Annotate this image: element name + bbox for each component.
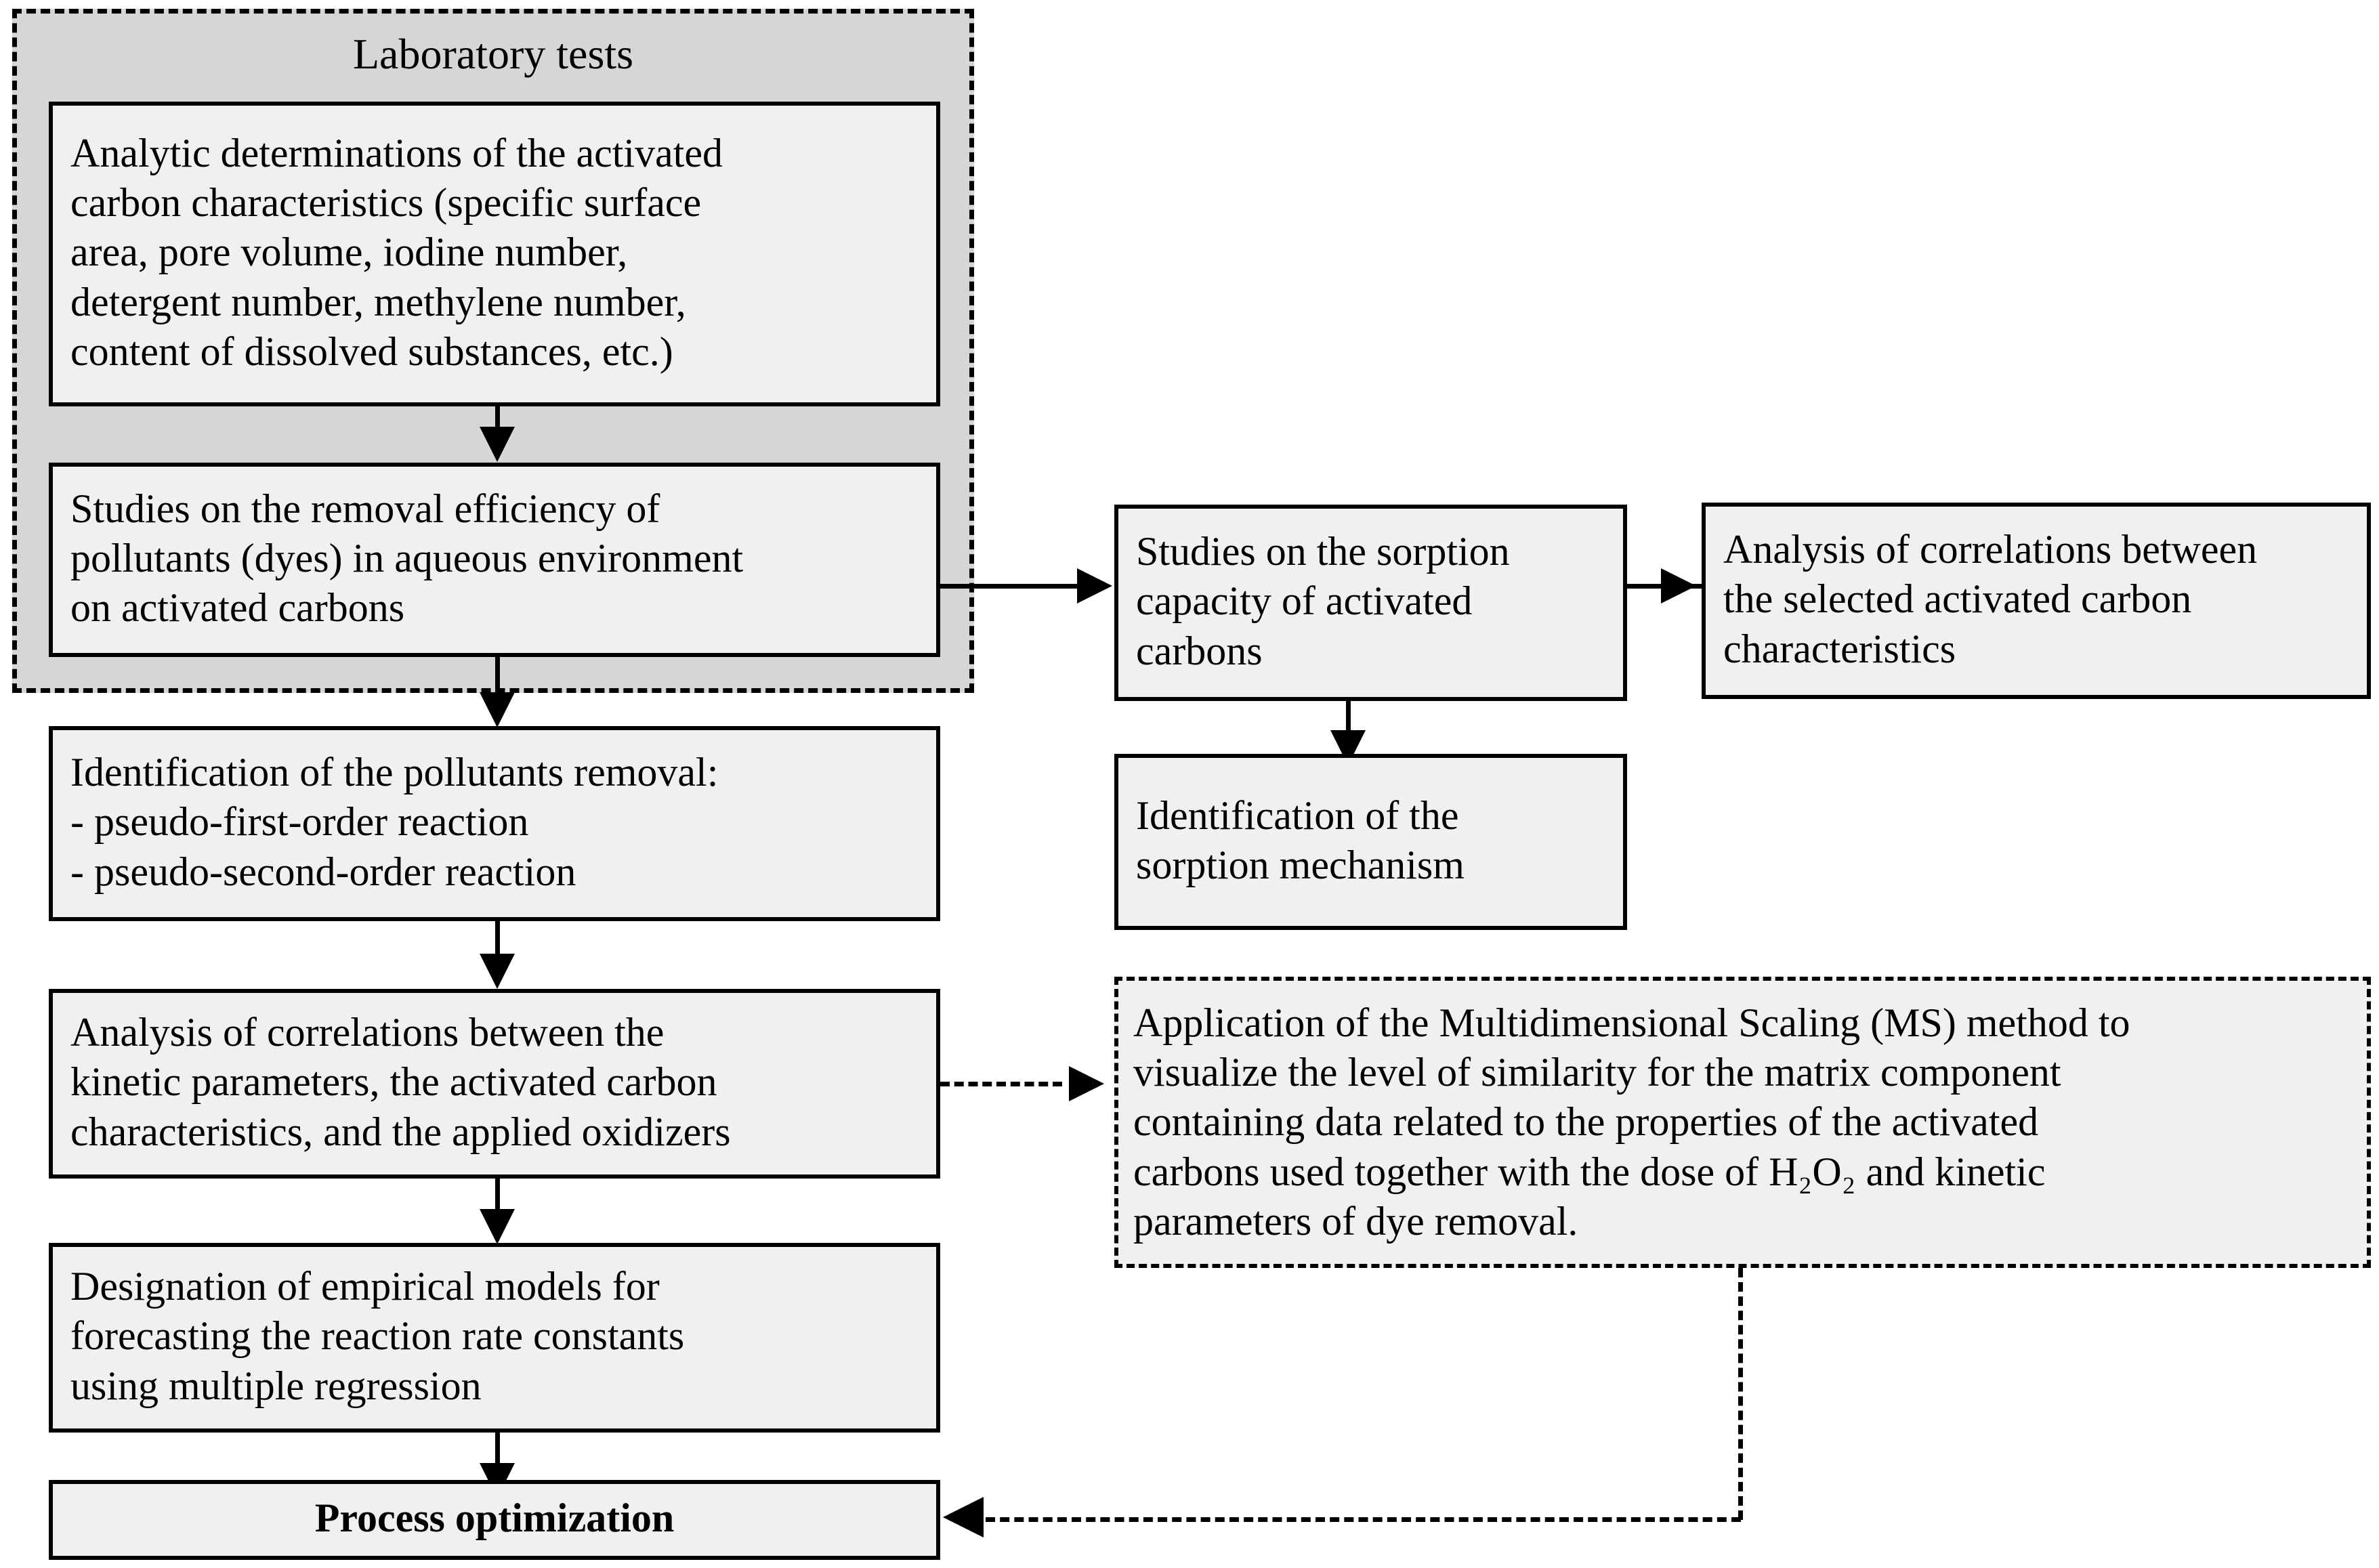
node-ms-method-line-5: parameters of dye removal. <box>1133 1198 1578 1244</box>
connector-kinetic-to-empirical-line <box>495 1179 500 1227</box>
node-pollutants-removal-identification-line-3: - pseudo-second-order reaction <box>70 849 576 894</box>
node-analytic-determinations-line-5: content of dissolved substances, etc.) <box>70 329 673 374</box>
node-carbon-characteristics-correlations-line-3: characteristics <box>1723 626 1956 671</box>
node-sorption-mechanism[interactable]: Identification of the sorption mechanism <box>1114 754 1627 930</box>
node-ms-method-line-2: visualize the level of similarity for th… <box>1133 1050 2061 1095</box>
node-ms-method-line-1: Application of the Multidimensional Scal… <box>1133 1000 2130 1046</box>
connector-removal-to-sorption-arrowhead <box>1077 568 1112 603</box>
connector-kinetic-to-ms-arrowhead <box>1069 1066 1104 1101</box>
node-carbon-characteristics-correlations-line-2: the selected activated carbon <box>1723 576 2192 622</box>
node-analytic-determinations-line-2: carbon characteristics (specific surface <box>70 180 702 226</box>
node-empirical-models[interactable]: Designation of empirical models for fore… <box>49 1243 940 1433</box>
node-analytic-determinations-line-1: Analytic determinations of the activated <box>70 131 723 176</box>
node-pollutants-removal-identification[interactable]: Identification of the pollutants removal… <box>49 726 940 921</box>
connector-removal-to-identification-arrowhead <box>480 692 515 727</box>
group-laboratory-tests-label: Laboratory tests <box>352 30 634 78</box>
connector-sorption-to-characteristics-arrowhead <box>1661 568 1696 603</box>
node-kinetic-correlations-line-2: kinetic parameters, the activated carbon <box>70 1059 717 1105</box>
node-kinetic-correlations[interactable]: Analysis of correlations between the kin… <box>49 989 940 1179</box>
connector-analytic-to-removal-line <box>495 406 500 433</box>
node-analytic-determinations[interactable]: Analytic determinations of the activated… <box>49 102 940 406</box>
node-empirical-models-line-1: Designation of empirical models for <box>70 1264 660 1309</box>
connector-empirical-to-optimization-line <box>495 1433 500 1475</box>
connector-ms-to-optimization-vertical <box>1738 1268 1743 1520</box>
node-ms-method[interactable]: Application of the Multidimensional Scal… <box>1114 977 2371 1268</box>
node-sorption-capacity-line-2: capacity of activated <box>1136 578 1473 624</box>
connector-removal-to-identification-line <box>495 657 500 708</box>
node-sorption-mechanism-line-1: Identification of the <box>1136 792 1459 838</box>
node-carbon-characteristics-correlations-line-1: Analysis of correlations between <box>1723 527 2258 572</box>
node-analytic-determinations-line-4: detergent number, methylene number, <box>70 279 686 324</box>
connector-identification-to-kinetic-arrowhead <box>480 954 515 989</box>
node-removal-efficiency-line-3: on activated carbons <box>70 585 405 631</box>
node-pollutants-removal-identification-line-1: Identification of the pollutants removal… <box>70 750 719 795</box>
connector-removal-to-sorption-line <box>940 584 1078 589</box>
node-ms-method-line-4: carbons used together with the dose of H… <box>1133 1149 2046 1194</box>
node-carbon-characteristics-correlations[interactable]: Analysis of correlations between the sel… <box>1702 503 2371 699</box>
connector-identification-to-kinetic-line <box>495 921 500 970</box>
node-sorption-capacity-line-3: carbons <box>1136 628 1263 673</box>
node-ms-method-line-3: containing data related to the propertie… <box>1133 1099 2039 1145</box>
node-sorption-mechanism-line-2: sorption mechanism <box>1136 843 1465 887</box>
node-kinetic-correlations-line-1: Analysis of correlations between the <box>70 1010 665 1055</box>
node-removal-efficiency[interactable]: Studies on the removal efficiency of pol… <box>49 463 940 657</box>
node-empirical-models-line-2: forecasting the reaction rate constants <box>70 1313 685 1359</box>
node-empirical-models-line-3: using multiple regression <box>70 1363 482 1408</box>
node-process-optimization[interactable]: Process optimization <box>49 1480 940 1560</box>
node-pollutants-removal-identification-line-2: - pseudo-first-order reaction <box>70 799 529 845</box>
node-kinetic-correlations-line-3: characteristics, and the applied oxidize… <box>70 1109 731 1154</box>
connector-kinetic-to-empirical-arrowhead <box>480 1209 515 1244</box>
connector-kinetic-to-ms-line <box>940 1082 1062 1086</box>
node-removal-efficiency-line-1: Studies on the removal efficiency of <box>70 486 660 531</box>
node-process-optimization-label: Process optimization <box>314 1496 675 1541</box>
node-removal-efficiency-line-2: pollutants (dyes) in aqueous environment <box>70 535 744 580</box>
connector-analytic-to-removal-arrowhead <box>480 427 515 462</box>
node-sorption-capacity[interactable]: Studies on the sorption capacity of acti… <box>1114 505 1627 701</box>
connector-ms-to-optimization-arrowhead <box>943 1497 984 1538</box>
connector-ms-to-optimization-horizontal <box>986 1517 1741 1522</box>
node-analytic-determinations-line-3: area, pore volume, iodine number, <box>70 230 628 275</box>
node-sorption-capacity-line-1: Studies on the sorption <box>1136 529 1510 574</box>
connector-sorption-to-mechanism-line <box>1346 701 1351 747</box>
